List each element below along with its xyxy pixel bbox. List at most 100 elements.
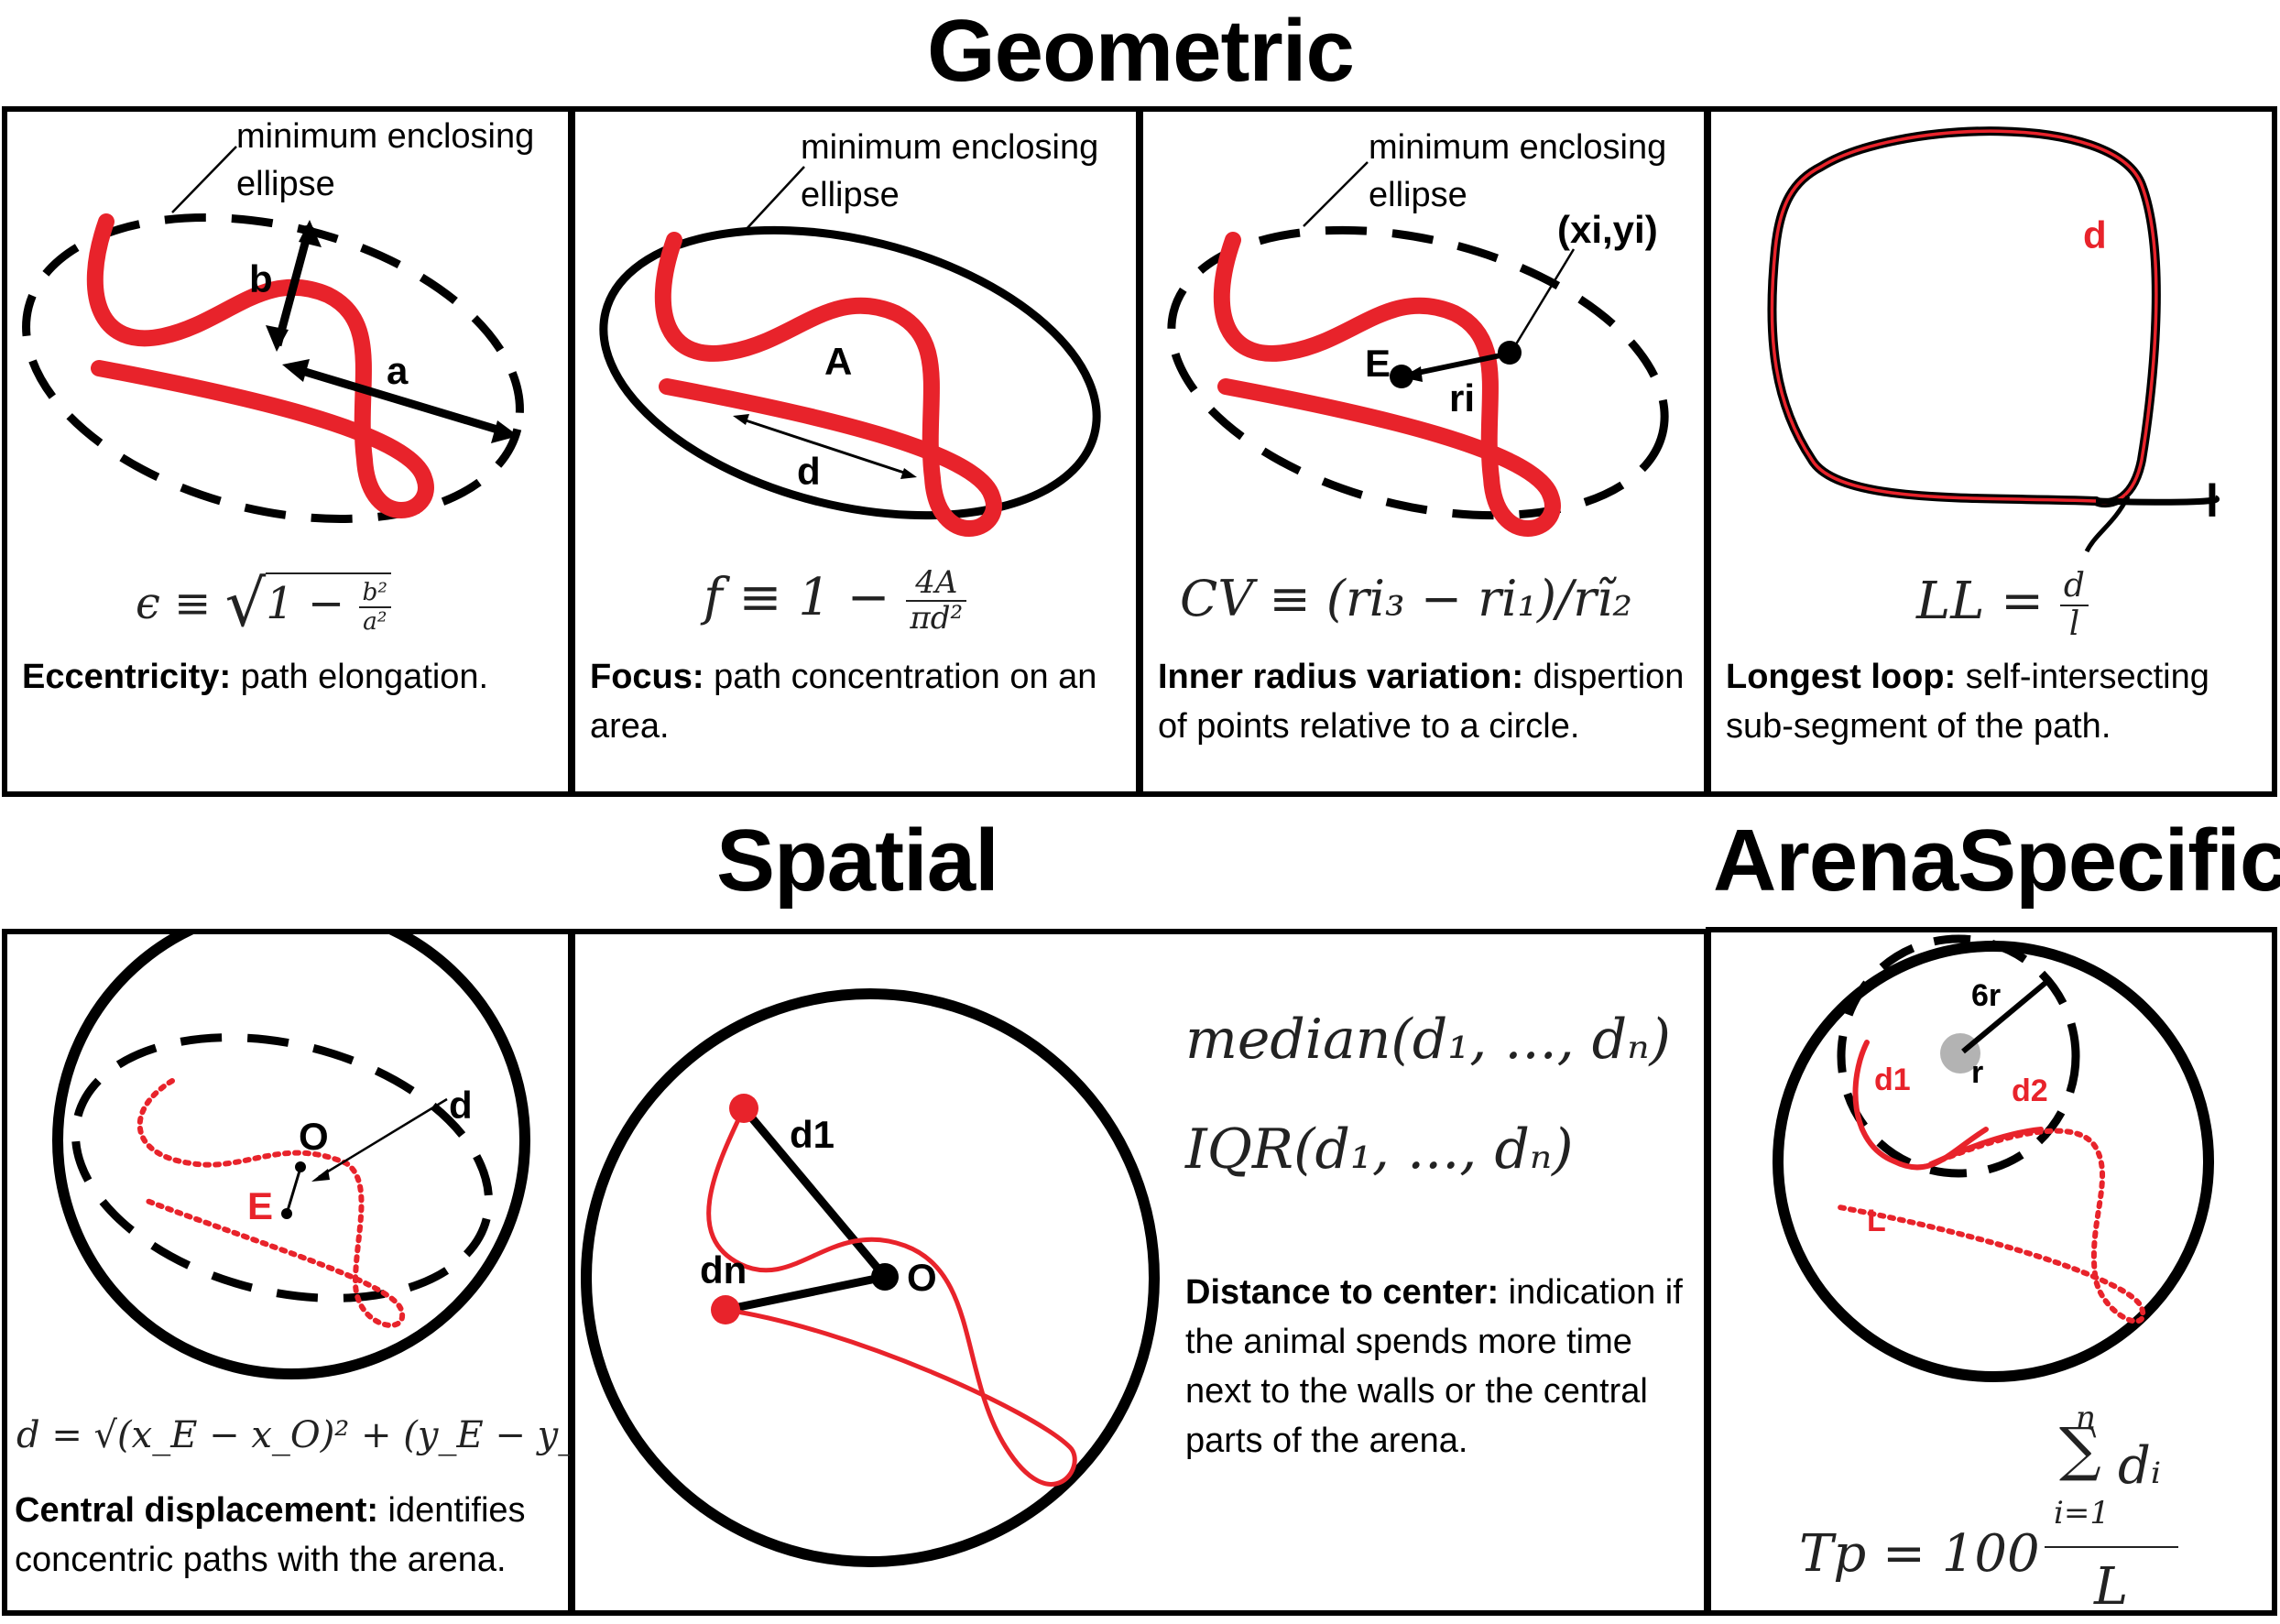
label-d1: d1 xyxy=(1874,1063,1911,1097)
panel-focus: minimum enclosing ellipse A d f ≡ 1 − 4A… xyxy=(570,106,1141,797)
path-trace xyxy=(706,1106,1077,1487)
section-title-arena-specific: ArenaSpecific xyxy=(1713,812,2280,910)
arena-circle xyxy=(52,934,530,1379)
arena-circle xyxy=(581,988,1160,1567)
annotation-line2: ellipse xyxy=(236,165,335,203)
inner-radius-description: Inner radius variation: dispertion of po… xyxy=(1158,658,1685,746)
annotation-line1: minimum enclosing xyxy=(801,128,1099,167)
path-trace xyxy=(654,232,1002,537)
panel-central-displacement: O E d d = √(x_E − x_O)² + (y_E − y_O)² C… xyxy=(2,929,636,1616)
label-d1: d1 xyxy=(790,1113,835,1156)
panel-eccentricity: minimum enclosing ellipse b a ϵ ≡ √1 − b… xyxy=(2,106,573,797)
path-d2-segment xyxy=(1928,1127,2044,1167)
loop-trace-red xyxy=(1770,129,2158,505)
radius-6r-line xyxy=(1961,980,2047,1054)
diameter-d-arrow xyxy=(739,417,911,476)
label-ri: ri xyxy=(1449,376,1476,420)
label-d: d xyxy=(797,450,821,493)
inner-radius-formula: CV ≡ (ri₃ − ri₁)/rĩ₂ xyxy=(1180,570,1632,627)
label-r: r xyxy=(1971,1055,1984,1090)
path-outside-segment xyxy=(1837,1128,2146,1324)
label-6r: 6r xyxy=(1971,978,2002,1013)
focus-description: Focus: path concentration on an area. xyxy=(590,658,1097,746)
wall-zone-circle xyxy=(1837,934,2080,1178)
label-area-A: A xyxy=(824,340,853,383)
annotation-leader xyxy=(744,166,805,232)
label-O: O xyxy=(907,1256,937,1299)
point-leader xyxy=(1510,248,1576,353)
distance-to-center-diagram xyxy=(581,988,1160,1567)
iqr-formula: IQR(d₁, ..., dₙ) xyxy=(1185,1117,1574,1182)
center-O xyxy=(295,1161,306,1172)
label-l: l xyxy=(2206,475,2219,527)
annotation-line2: ellipse xyxy=(801,176,900,214)
centroid-E xyxy=(281,1208,292,1219)
panel-thigmotaxis: 6r r d1 d2 L Tp = 100 n ∑ dᵢ i=1 L xyxy=(1706,927,2277,1617)
section-title-spatial: Spatial xyxy=(716,812,999,910)
point-xi-yi xyxy=(1498,341,1522,365)
eccentricity-description: Eccentricity: path elongation. xyxy=(22,658,489,696)
annotation-line2: ellipse xyxy=(1369,176,1467,214)
displacement-line xyxy=(285,1167,302,1215)
label-d: d xyxy=(449,1084,473,1127)
label-E: E xyxy=(247,1184,274,1227)
arrowhead-icon xyxy=(311,1169,330,1182)
thigmotaxis-diagram xyxy=(1773,934,2214,1382)
annotation-leader xyxy=(1303,161,1369,227)
centroid-E xyxy=(1390,365,1413,388)
arrowhead-icon xyxy=(299,220,322,247)
loop-trace-outline xyxy=(1767,126,2161,508)
median-formula: median(d₁, ..., dₙ) xyxy=(1185,1008,1671,1072)
path-trace xyxy=(136,1078,406,1328)
annotation-line1: minimum enclosing xyxy=(236,117,535,156)
label-b: b xyxy=(249,257,273,300)
arrowhead-icon xyxy=(491,420,518,443)
distance-d1-line xyxy=(740,1106,889,1280)
label-O: O xyxy=(299,1115,329,1158)
enclosing-ellipse xyxy=(599,225,1101,520)
axis-a-arrow xyxy=(291,364,508,437)
radius-ri-arrow xyxy=(1408,352,1506,377)
path-end-point xyxy=(711,1295,740,1324)
d-leader xyxy=(318,1097,448,1179)
section-title-geometric: Geometric xyxy=(927,2,1355,100)
annotation-leader xyxy=(171,146,237,213)
axis-b-arrow xyxy=(273,224,314,347)
arrowhead-icon xyxy=(900,468,917,479)
loop-tail-start xyxy=(2084,495,2131,553)
focus-diagram xyxy=(599,166,1101,537)
thigmotaxis-formula: Tp = 100 n ∑ dᵢ i=1 L xyxy=(1799,1400,2184,1617)
distance-dn-line xyxy=(725,1272,886,1314)
path-start-point xyxy=(729,1094,758,1123)
label-dn: dn xyxy=(700,1248,747,1292)
label-L: L xyxy=(1867,1204,1886,1238)
loop-tail xyxy=(2095,495,2220,506)
arrowhead-icon xyxy=(266,325,289,352)
arrowhead-icon xyxy=(733,414,749,425)
longest-loop-diagram xyxy=(1767,126,2220,553)
label-point-xi-yi: (xi,yi) xyxy=(1557,208,1658,251)
center-O xyxy=(871,1263,899,1291)
panel-inner-radius: minimum enclosing ellipse (xi,yi) E ri C… xyxy=(1138,106,1709,797)
label-d: d xyxy=(2083,213,2107,256)
enclosing-ellipse xyxy=(22,213,524,523)
arrowhead-icon xyxy=(282,359,310,382)
fraction-bar xyxy=(2045,1546,2178,1548)
distance-to-center-description: Distance to center: indication if the an… xyxy=(1185,1273,1683,1460)
inner-radius-diagram xyxy=(1167,161,1669,537)
annotation-line1: minimum enclosing xyxy=(1369,128,1667,167)
enclosing-ellipse xyxy=(71,1033,494,1302)
eccentricity-diagram xyxy=(22,146,524,523)
label-a: a xyxy=(387,349,409,392)
label-d2: d2 xyxy=(2012,1074,2048,1108)
enclosing-ellipse xyxy=(1167,225,1669,520)
path-trace xyxy=(1213,232,1561,537)
label-E: E xyxy=(1365,342,1391,385)
central-displacement-diagram xyxy=(52,934,530,1379)
central-displacement-description: Central displacement: identifies concent… xyxy=(15,1491,526,1579)
panel-distance-to-center: d1 dn O median(d₁, ..., dₙ) IQR(d₁, ...,… xyxy=(570,929,1709,1616)
